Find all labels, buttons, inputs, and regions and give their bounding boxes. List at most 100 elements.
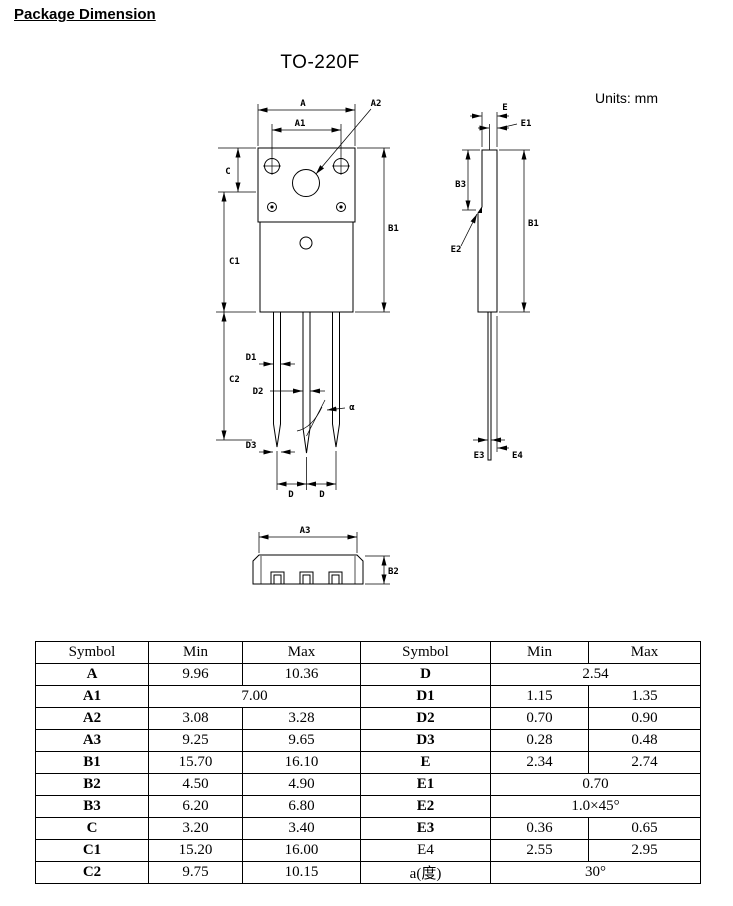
dim-label-b1-front: B1	[388, 224, 399, 234]
max-cell: 4.90	[242, 773, 361, 796]
dim-label-e4: E4	[512, 451, 523, 461]
bottom-view: A3 B2	[252, 526, 399, 585]
symbol-cell: a(度)	[360, 861, 491, 884]
package-drawing: A A1 A2 C C1 C2 B1 D1 D2	[216, 99, 539, 585]
header-min-left: Min	[148, 641, 243, 664]
symbol-cell: D3	[360, 729, 491, 752]
symbol-cell: D	[360, 663, 491, 686]
min-cell: 9.75	[148, 861, 243, 884]
symbol-cell: D2	[360, 707, 491, 730]
table-row: A 9.96 10.36 D 2.54	[35, 663, 701, 686]
min-cell: 9.96	[148, 663, 243, 686]
min-cell: 15.20	[148, 839, 243, 862]
symbol-cell: C2	[35, 861, 149, 884]
header-max-left: Max	[242, 641, 361, 664]
units-label: Units: mm	[595, 90, 658, 106]
dim-label-b3: B3	[455, 180, 466, 190]
table-header-row: Symbol Min Max Symbol Min Max	[35, 641, 701, 664]
min-cell: 2.34	[490, 751, 589, 774]
header-symbol-right: Symbol	[360, 641, 491, 664]
table-row: C 3.20 3.40 E3 0.36 0.65	[35, 817, 701, 840]
symbol-cell: B1	[35, 751, 149, 774]
dim-label-b2: B2	[388, 567, 399, 577]
dim-label-b1-side: B1	[528, 219, 539, 229]
symbol-cell: E2	[360, 795, 491, 818]
dim-label-e2: E2	[451, 245, 462, 255]
value-cell: 30°	[490, 861, 701, 884]
min-cell: 4.50	[148, 773, 243, 796]
table-row: C2 9.75 10.15 a(度) 30°	[35, 861, 701, 884]
dim-label-d-right: D	[319, 490, 325, 500]
symbol-cell: E3	[360, 817, 491, 840]
max-cell: 10.15	[242, 861, 361, 884]
package-name: TO-220F	[280, 52, 360, 73]
symbol-cell: A1	[35, 685, 149, 708]
symbol-cell: A2	[35, 707, 149, 730]
min-cell: 1.15	[490, 685, 589, 708]
min-cell: 0.36	[490, 817, 589, 840]
table-row: B2 4.50 4.90 E1 0.70	[35, 773, 701, 796]
min-cell: 15.70	[148, 751, 243, 774]
max-cell: 0.65	[588, 817, 701, 840]
symbol-cell: D1	[360, 685, 491, 708]
dim-label-e3: E3	[474, 451, 485, 461]
dim-label-d2: D2	[253, 387, 264, 397]
symbol-cell: C	[35, 817, 149, 840]
dim-label-a3: A3	[300, 526, 311, 536]
max-cell: 2.74	[588, 751, 701, 774]
max-cell: 9.65	[242, 729, 361, 752]
max-cell: 3.28	[242, 707, 361, 730]
max-cell: 10.36	[242, 663, 361, 686]
value-cell: 1.0×45°	[490, 795, 701, 818]
table-row: C1 15.20 16.00 E4 2.55 2.95	[35, 839, 701, 862]
header-min-right: Min	[490, 641, 589, 664]
symbol-cell: B2	[35, 773, 149, 796]
table-row: B3 6.20 6.80 E2 1.0×45°	[35, 795, 701, 818]
max-cell: 16.00	[242, 839, 361, 862]
side-view: E E1 B3 E2 B1 E3 E4	[451, 103, 539, 461]
max-cell: 0.90	[588, 707, 701, 730]
dim-label-a2: A2	[371, 99, 382, 109]
symbol-cell: E4	[360, 839, 491, 862]
max-cell: 0.48	[588, 729, 701, 752]
min-cell: 9.25	[148, 729, 243, 752]
dim-label-e1: E1	[521, 119, 532, 129]
symbol-cell: A	[35, 663, 149, 686]
max-cell: 6.80	[242, 795, 361, 818]
header-symbol-left: Symbol	[35, 641, 149, 664]
dim-label-d3: D3	[246, 441, 257, 451]
table-row: B1 15.70 16.10 E 2.34 2.74	[35, 751, 701, 774]
table-row: A2 3.08 3.28 D2 0.70 0.90	[35, 707, 701, 730]
dim-label-c: C	[225, 167, 230, 177]
symbol-cell: B3	[35, 795, 149, 818]
value-cell: 7.00	[148, 685, 361, 708]
dim-label-e: E	[502, 103, 507, 113]
min-cell: 6.20	[148, 795, 243, 818]
header-max-right: Max	[588, 641, 701, 664]
page-title: Package Dimension	[14, 6, 156, 23]
dim-label-d1: D1	[246, 353, 257, 363]
dim-label-c1: C1	[229, 257, 240, 267]
max-cell: 16.10	[242, 751, 361, 774]
dimension-table: Symbol Min Max Symbol Min Max A 9.96 10.…	[35, 641, 701, 884]
dim-label-alpha: α	[349, 403, 355, 413]
min-cell: 2.55	[490, 839, 589, 862]
min-cell: 0.28	[490, 729, 589, 752]
max-cell: 3.40	[242, 817, 361, 840]
table-row: A1 7.00 D1 1.15 1.35	[35, 685, 701, 708]
max-cell: 1.35	[588, 685, 701, 708]
front-view: A A1 A2 C C1 C2 B1 D1 D2	[216, 99, 399, 500]
value-cell: 0.70	[490, 773, 701, 796]
symbol-cell: E	[360, 751, 491, 774]
min-cell: 0.70	[490, 707, 589, 730]
symbol-cell: A3	[35, 729, 149, 752]
dim-label-d-left: D	[288, 490, 294, 500]
symbol-cell: E1	[360, 773, 491, 796]
dim-label-a1: A1	[295, 119, 306, 129]
max-cell: 2.95	[588, 839, 701, 862]
table-row: A3 9.25 9.65 D3 0.28 0.48	[35, 729, 701, 752]
min-cell: 3.20	[148, 817, 243, 840]
dim-label-a: A	[300, 99, 306, 109]
min-cell: 3.08	[148, 707, 243, 730]
value-cell: 2.54	[490, 663, 701, 686]
